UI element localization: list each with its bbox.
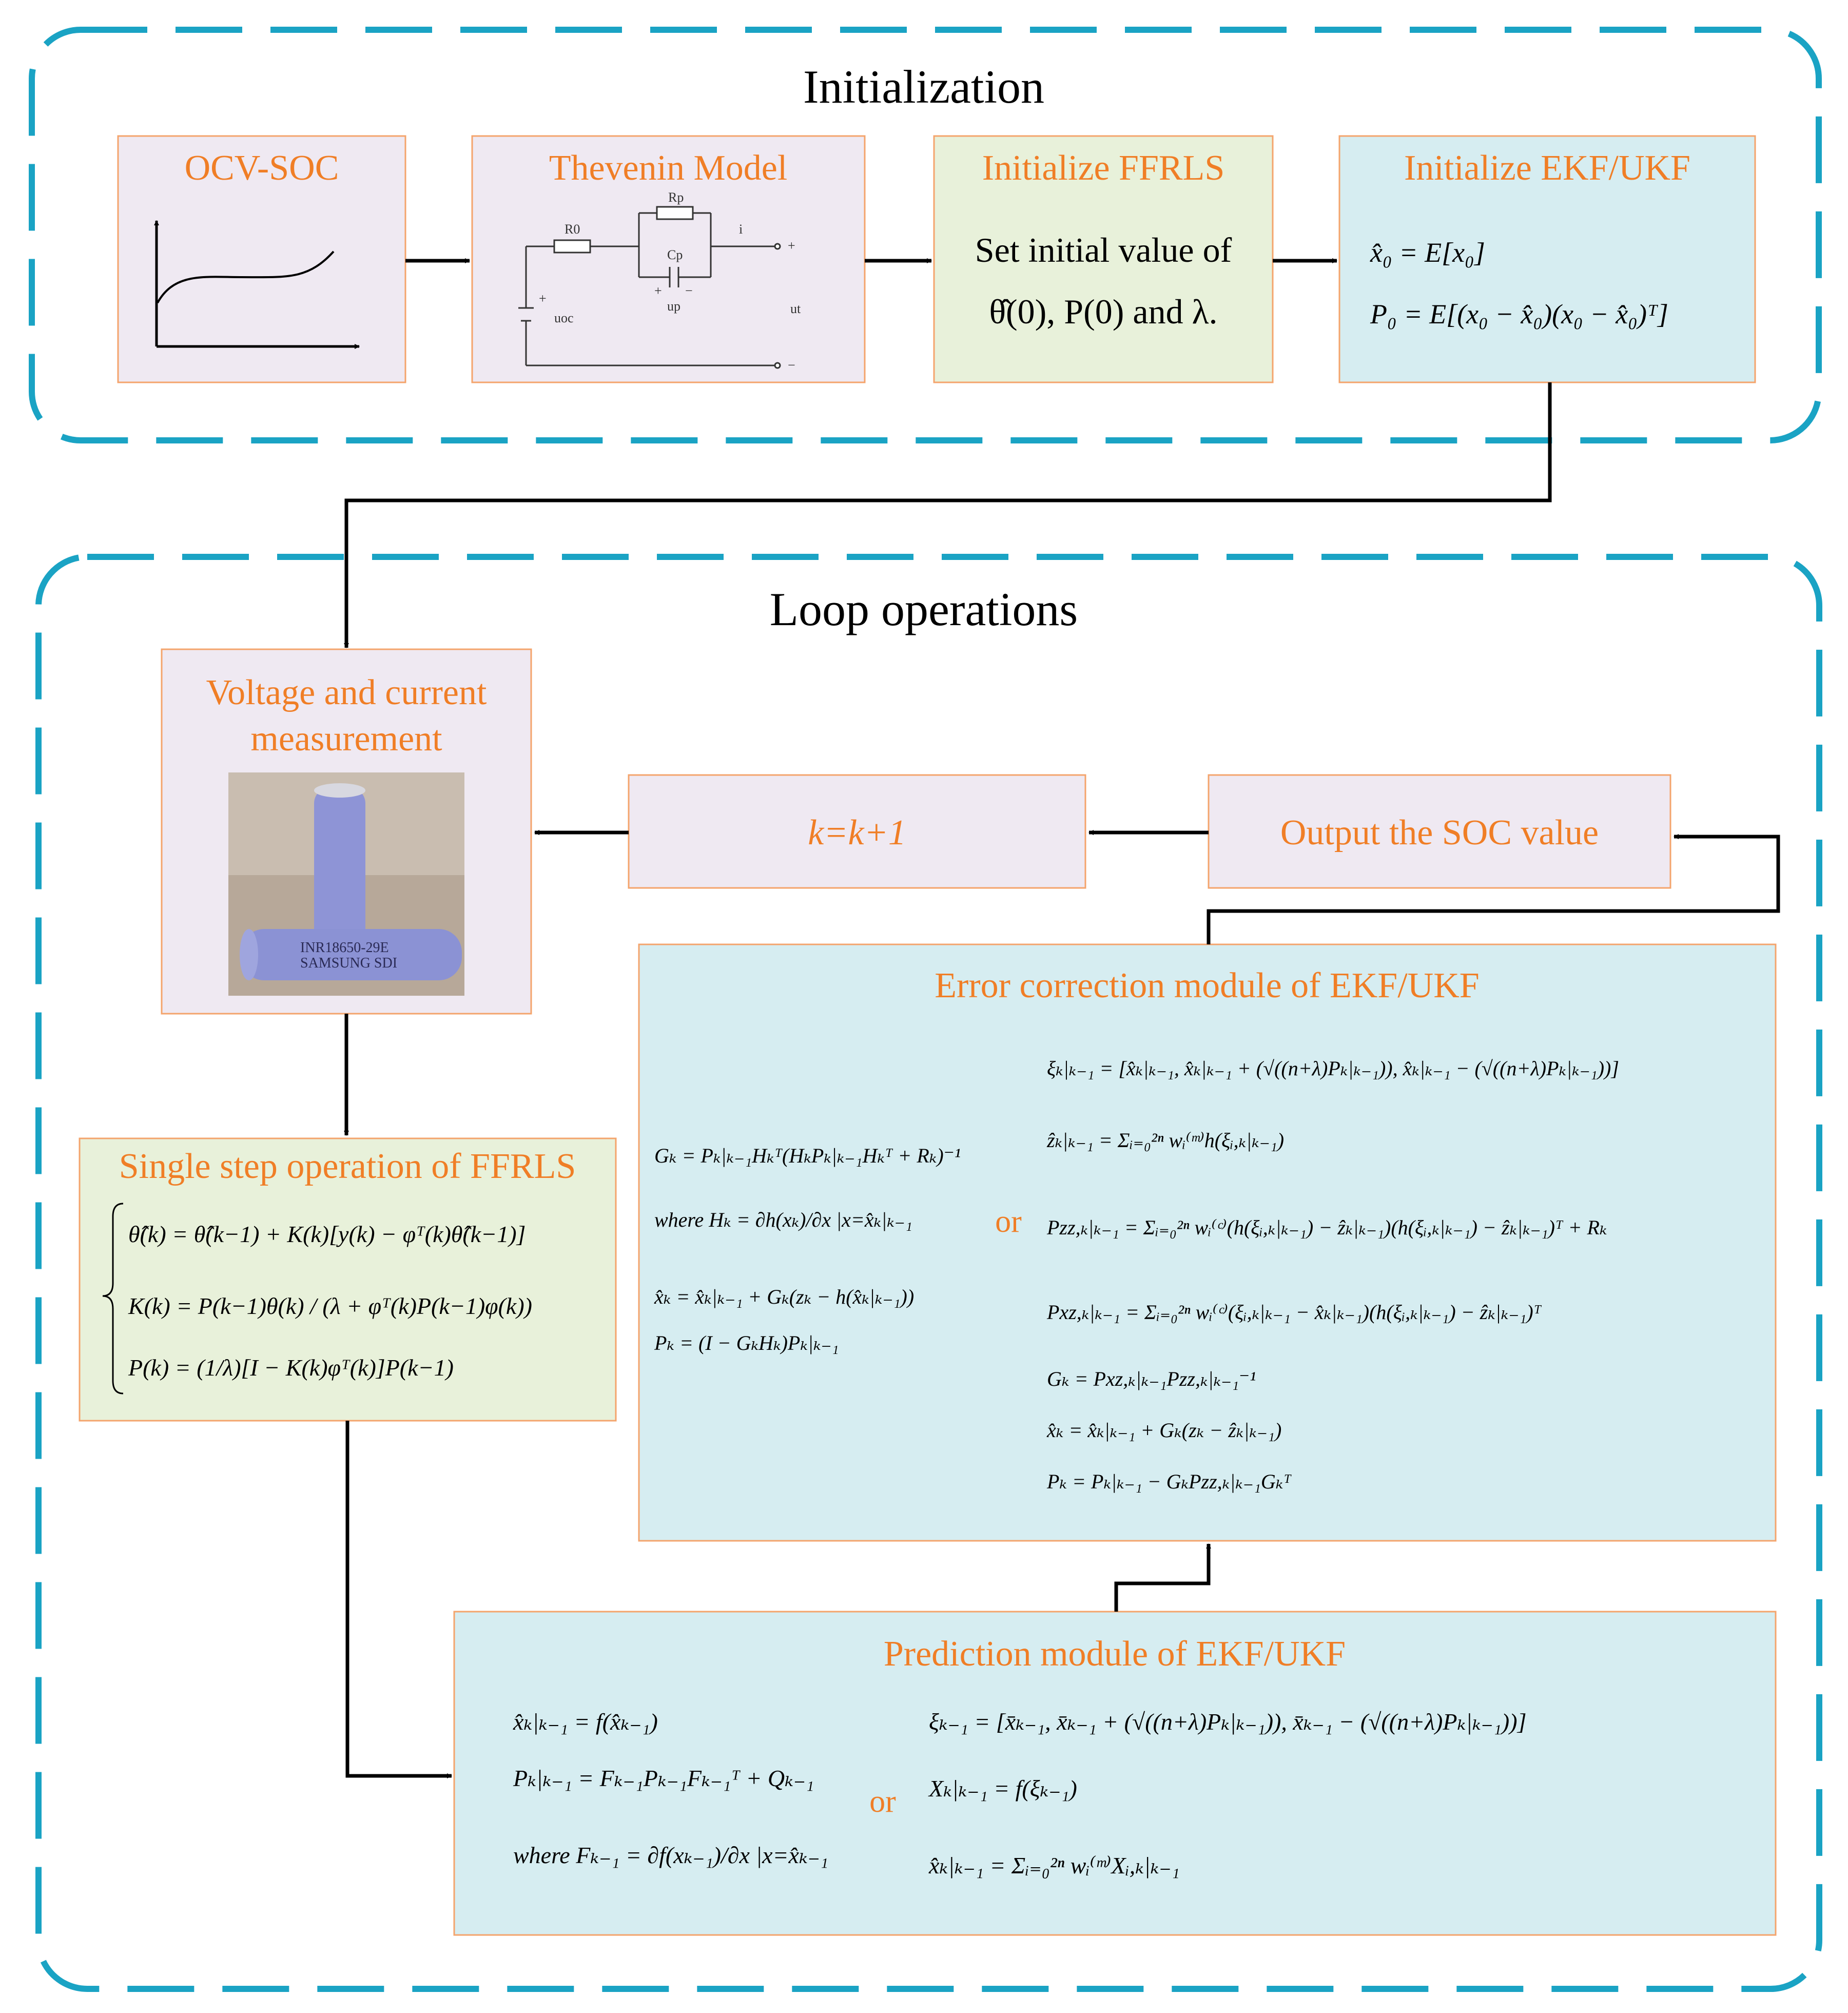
prediction-ukf-eq2: Xₖ|ₖ₋₁ = f(ξₖ₋₁) (928, 1775, 1077, 1802)
error-ekf-eq4: Pₖ = (I − GₖHₖ)Pₖ|ₖ₋₁ (654, 1331, 839, 1354)
ocv-soc-curve-icon (154, 220, 360, 349)
error-ukf-eq5: Gₖ = Pxz,ₖ|ₖ₋₁Pzz,ₖ|ₖ₋₁⁻¹ (1047, 1367, 1256, 1390)
cp-minus-label: − (685, 283, 693, 298)
error-correction-title: Error correction module of EKF/UKF (935, 966, 1479, 1005)
arrow-error-to-output (1207, 834, 1780, 944)
arrow-init-to-loop (344, 382, 1552, 648)
battery-cells-photo (228, 772, 464, 996)
k-increment-box: k=k+1 (628, 774, 1086, 889)
ocv-soc-box: OCV-SOC (117, 135, 406, 383)
k-increment-label: k=k+1 (808, 813, 906, 853)
ocv-soc-title: OCV-SOC (185, 148, 339, 188)
prediction-box: Prediction module of EKF/UKF x̂ₖ|ₖ₋₁ = f… (453, 1611, 1777, 1936)
arrow-ffrls-to-prediction (345, 1421, 452, 1778)
current-label: i (739, 222, 743, 237)
measurement-box: Voltage and current measurement INR18650… (161, 648, 532, 1015)
battery-plus-label: + (539, 291, 547, 306)
error-ekf-eq1: Gₖ = Pₖ|ₖ₋₁Hₖᵀ(HₖPₖ|ₖ₋₁Hₖᵀ + Rₖ)⁻¹ (654, 1144, 961, 1167)
error-ukf-eq6: x̂ₖ = x̂ₖ|ₖ₋₁ + Gₖ(zₖ − ẑₖ|ₖ₋₁) (1046, 1419, 1281, 1442)
ffrls-init-line1: Set initial value of (975, 230, 1232, 269)
thevenin-model-box: Thevenin Model R0 Rp (471, 135, 866, 383)
ffrls-step-box: Single step operation of FFRLS θ̂(k) = θ… (79, 1137, 617, 1422)
prediction-ekf-eq2: Pₖ|ₖ₋₁ = Fₖ₋₁Pₖ₋₁Fₖ₋₁ᵀ + Qₖ₋₁ (513, 1765, 814, 1791)
r0-label: R0 (565, 222, 580, 237)
prediction-ukf-eq3: x̂ₖ|ₖ₋₁ = Σᵢ₌₀²ⁿ wᵢ⁽ᵐ⁾Xᵢ,ₖ|ₖ₋₁ (928, 1852, 1180, 1879)
ffrls-eq3: P(k) = (1/λ)[I − K(k)φᵀ(k)]P(k−1) (128, 1354, 454, 1381)
error-ekf-eq3: x̂ₖ = x̂ₖ|ₖ₋₁ + Gₖ(zₖ − h(x̂ₖ|ₖ₋₁)) (654, 1285, 914, 1308)
cp-label: Cp (667, 247, 683, 262)
error-ukf-eq2: ẑₖ|ₖ₋₁ = Σᵢ₌₀²ⁿ wᵢ⁽ᵐ⁾h(ξᵢ,ₖ|ₖ₋₁) (1046, 1129, 1284, 1152)
ffrls-eq2: K(k) = P(k−1)θ(k) / (λ + φᵀ(k)P(k−1)φ(k)… (128, 1293, 532, 1319)
terminal-minus-label: − (788, 358, 795, 373)
cell-label-1: INR18650-29E (300, 940, 389, 956)
terminal-plus-label: + (788, 238, 795, 253)
thevenin-circuit-icon (518, 206, 781, 369)
error-ekf-eq2: where Hₖ = ∂h(xₖ)/∂x |x=x̂ₖ|ₖ₋₁ (654, 1208, 912, 1231)
prediction-ekf-eq3: where Fₖ₋₁ = ∂f(xₖ₋₁)/∂x |x=x̂ₖ₋₁ (513, 1842, 828, 1868)
arrow-prediction-to-error (1114, 1543, 1211, 1612)
loop-title: Loop operations (770, 583, 1078, 635)
error-correction-box: Error correction module of EKF/UKF Gₖ = … (638, 943, 1777, 1542)
prediction-title: Prediction module of EKF/UKF (884, 1634, 1346, 1674)
uoc-label: uoc (554, 311, 574, 325)
loop-frame (35, 554, 1822, 1992)
initialize-ekf-ukf-title: Initialize EKF/UKF (1404, 148, 1690, 188)
initialize-ffrls-box: Initialize FFRLS Set initial value of θ̂… (933, 135, 1274, 383)
thevenin-title: Thevenin Model (549, 148, 788, 188)
measurement-title-line1: Voltage and current (206, 673, 487, 712)
initialize-ekf-ukf-box: Initialize EKF/UKF x̂₀ = E[x₀] P₀ = E[(x… (1338, 135, 1756, 383)
prediction-ukf-eq1: ξₖ₋₁ = [x̄ₖ₋₁, x̄ₖ₋₁ + (√((n+λ)Pₖ|ₖ₋₁)),… (929, 1709, 1526, 1735)
ekf-init-eq2: P₀ = E[(x₀ − x̂₀)(x₀ − x̂₀)ᵀ] (1370, 299, 1668, 330)
ffrls-brace (102, 1203, 124, 1395)
error-ukf-eq1: ξₖ|ₖ₋₁ = [x̂ₖ|ₖ₋₁, x̂ₖ|ₖ₋₁ + (√((n+λ)Pₖ|… (1047, 1057, 1619, 1080)
cp-plus-label: + (654, 283, 662, 298)
rp-label: Rp (668, 190, 684, 205)
ekf-init-eq1: x̂₀ = E[x₀] (1370, 237, 1485, 268)
ffrls-step-title: Single step operation of FFRLS (119, 1147, 576, 1186)
up-label: up (667, 299, 680, 314)
initialization-title: Initialization (803, 61, 1044, 113)
error-ukf-eq4: Pxz,ₖ|ₖ₋₁ = Σᵢ₌₀²ⁿ wᵢ⁽ᶜ⁾(ξᵢ,ₖ|ₖ₋₁ − x̂ₖ|… (1046, 1301, 1542, 1324)
initialization-frame (29, 27, 1822, 443)
measurement-title-line2: measurement (250, 719, 442, 759)
error-or-label: or (995, 1204, 1022, 1239)
output-soc-box: Output the SOC value (1208, 774, 1671, 889)
error-ukf-eq3: Pzz,ₖ|ₖ₋₁ = Σᵢ₌₀²ⁿ wᵢ⁽ᶜ⁾(h(ξᵢ,ₖ|ₖ₋₁) − ẑ… (1046, 1216, 1607, 1239)
ffrls-init-line2: θ̂(0), P(0) and λ. (989, 292, 1217, 331)
output-soc-label: Output the SOC value (1280, 813, 1599, 853)
prediction-or-label: or (869, 1784, 896, 1819)
prediction-ekf-eq1: x̂ₖ|ₖ₋₁ = f(x̂ₖ₋₁) (513, 1709, 658, 1735)
initialize-ffrls-title: Initialize FFRLS (982, 148, 1225, 188)
error-ukf-eq7: Pₖ = Pₖ|ₖ₋₁ − GₖPzz,ₖ|ₖ₋₁Gₖᵀ (1046, 1470, 1292, 1493)
ut-label: ut (790, 301, 801, 316)
cell-label-2: SAMSUNG SDI (300, 955, 397, 971)
ffrls-eq1: θ̂(k) = θ̂(k−1) + K(k)[y(k) − φᵀ(k)θ̂(k−… (128, 1221, 526, 1247)
